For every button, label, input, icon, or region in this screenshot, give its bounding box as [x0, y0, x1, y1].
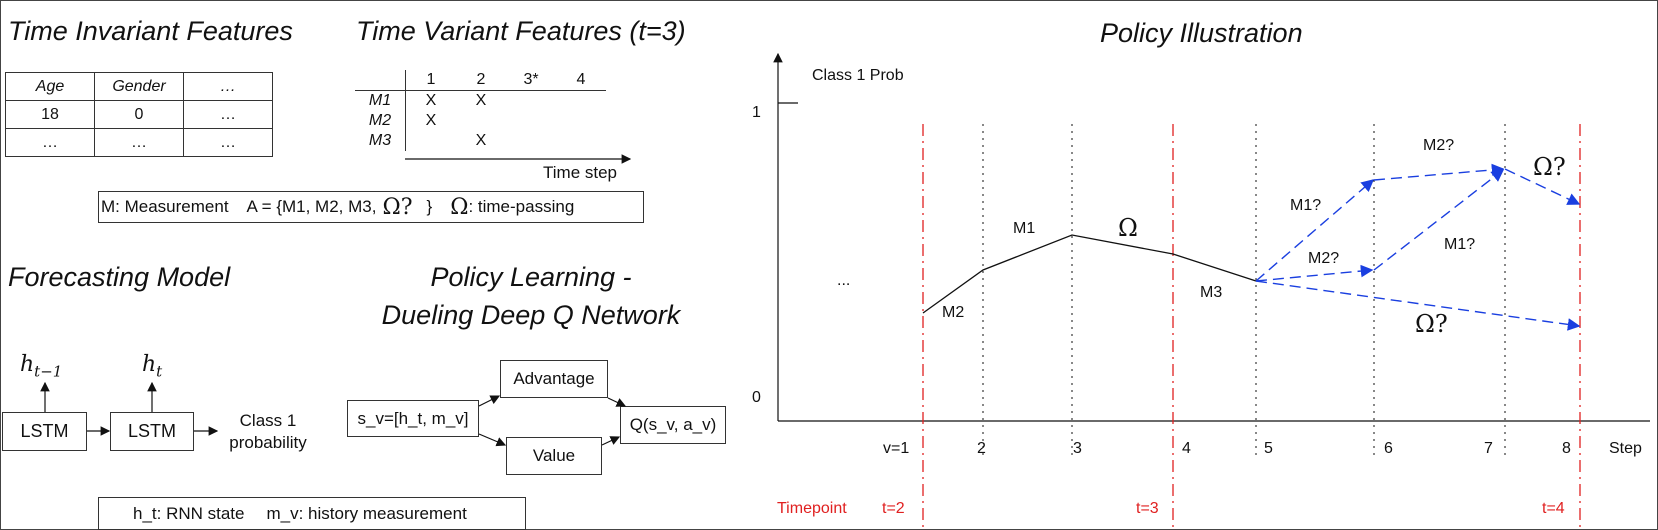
table-cell: … — [5, 128, 95, 157]
timepoint-lines — [922, 124, 1581, 530]
branch-label-m2q-top: M2? — [1423, 137, 1455, 154]
h-curr-label: ht — [142, 352, 163, 381]
title-time-invariant: Time Invariant Features — [8, 16, 293, 46]
step-tick: 6 — [1384, 440, 1393, 457]
time-invariant-table: Age Gender … 18 0 … … … … — [5, 72, 273, 157]
advantage-box: Advantage — [500, 360, 608, 398]
branch-omega-top-arrow — [1504, 168, 1581, 205]
step-gridlines — [982, 124, 1506, 460]
y-axis-label: Class 1 Prob — [812, 67, 904, 84]
state-to-advantage-arrow — [478, 395, 501, 407]
table-row: M2 X — [355, 111, 606, 131]
row-label: M2 — [355, 111, 406, 131]
time-step-label: Time step — [543, 163, 618, 182]
table-row: M1 X X — [355, 90, 606, 111]
row-label: M1 — [355, 90, 406, 111]
step-tick: 5 — [1264, 440, 1273, 457]
row-label: M3 — [355, 131, 406, 151]
branch-m2-top-arrow — [1373, 163, 1505, 181]
title-dueling-dqn: Dueling Deep Q Network — [381, 300, 681, 330]
timepoint-t4: t=4 — [1542, 500, 1565, 517]
class-probability-output: Class 1 probability — [229, 411, 307, 452]
step-tick: 8 — [1562, 440, 1571, 457]
path-label-omega: Ω — [1118, 214, 1138, 242]
table-header-cell: 1 — [405, 70, 456, 91]
omega-question-symbol: Ω? — [382, 194, 413, 220]
timepoint-label: Timepoint — [777, 500, 847, 517]
title-policy-learning: Policy Learning - — [430, 262, 632, 292]
value-box: Value — [506, 437, 602, 475]
step-tick: 4 — [1182, 440, 1191, 457]
h-prev-label: ht−1 — [20, 352, 63, 381]
table-row: 18 0 … — [5, 100, 273, 129]
table-cell: X — [425, 112, 437, 129]
state-to-value-arrow — [478, 433, 507, 447]
step-tick: 2 — [977, 440, 986, 457]
measurement-text: M: Measurement — [101, 197, 229, 216]
timepoint-t2: t=2 — [882, 500, 905, 517]
observed-trajectory — [922, 234, 1257, 314]
table-cell: 0 — [94, 100, 184, 129]
y-tick-1: 1 — [752, 104, 761, 121]
branch-m1-arrow — [1255, 179, 1375, 282]
rnn-state-text: h_t: RNN state — [133, 503, 245, 523]
table-cell: … — [183, 100, 273, 129]
branch-label-m2q: M2? — [1308, 250, 1340, 267]
table-header-cell: 3* — [506, 70, 556, 91]
lstm-cell-2: LSTM — [110, 412, 194, 451]
step-tick: 7 — [1484, 440, 1493, 457]
action-set-text: A = {M1, M2, M3, — [246, 197, 377, 216]
table-row: M3 X — [355, 131, 606, 151]
table-header-row: 1 2 3* 4 — [355, 70, 606, 91]
brace-text: } — [426, 197, 433, 216]
history-measurement-text: m_v: history measurement — [266, 503, 467, 523]
value-to-q-arrow — [601, 436, 621, 446]
table-header-cell: 2 — [456, 70, 506, 91]
table-header-cell: 4 — [556, 70, 606, 91]
lstm-cell-1: LSTM — [2, 412, 87, 451]
table-cell: X — [425, 92, 437, 109]
omega-symbol: Ω — [450, 194, 469, 220]
table-cell: X — [475, 132, 487, 149]
y-tick-0: 0 — [752, 389, 761, 406]
advantage-to-q-arrow — [607, 397, 627, 407]
title-time-variant: Time Variant Features (t=3) — [356, 16, 686, 46]
branch-m2-arrow — [1255, 264, 1374, 282]
history-ellipsis: ... — [837, 272, 851, 289]
time-variant-table: 1 2 3* 4 M1 X X M2 X M3 X — [355, 70, 606, 151]
path-label-m3: M3 — [1200, 284, 1223, 301]
branch-label-omega-top: Ω? — [1533, 153, 1566, 181]
time-passing-text: : time-passing — [468, 197, 575, 216]
path-label-m1: M1 — [1013, 220, 1036, 237]
table-cell: … — [183, 128, 273, 157]
table-corner-cell — [355, 70, 406, 91]
branch-m1-second-arrow — [1373, 169, 1505, 271]
table-header-row: Age Gender … — [5, 72, 273, 101]
step-tick: v=1 — [883, 440, 910, 457]
table-row: … … … — [5, 128, 273, 157]
title-forecasting-model: Forecasting Model — [8, 262, 231, 292]
q-value-box: Q(s_v, a_v) — [620, 406, 726, 444]
timepoint-t3: t=3 — [1136, 500, 1159, 517]
title-policy-illustration: Policy Illustration — [1100, 18, 1303, 48]
table-cell: X — [475, 92, 487, 109]
table-cell: … — [94, 128, 184, 157]
step-tick: 3 — [1073, 440, 1082, 457]
path-label-m2: M2 — [942, 304, 965, 321]
branch-label-omega-bottom: Ω? — [1415, 310, 1448, 338]
branch-label-m1q: M1? — [1290, 197, 1322, 214]
x-axis-label: Step — [1609, 440, 1642, 457]
state-box: s_v=[h_t, m_v] — [347, 400, 479, 437]
action-legend-box: M: Measurement A = {M1, M2, M3, Ω? } Ω :… — [98, 191, 644, 223]
branch-omega-bottom-arrow — [1255, 280, 1581, 331]
branch-label-m1q-second: M1? — [1444, 236, 1476, 253]
